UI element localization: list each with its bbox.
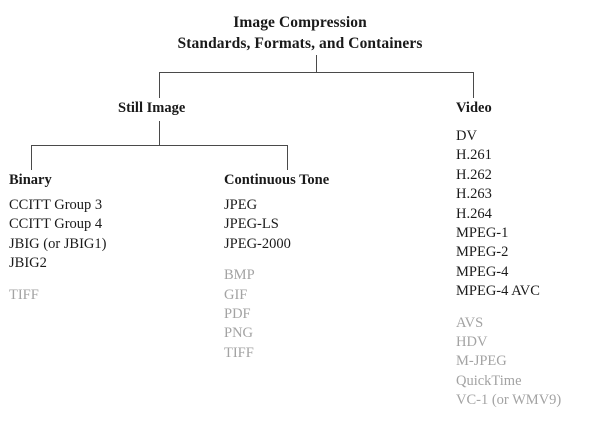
list-item[interactable]: H.261: [456, 147, 492, 164]
node-continuous-tone[interactable]: Continuous Tone: [224, 172, 330, 188]
list-item[interactable]: BMP: [224, 267, 255, 284]
node-video[interactable]: Video: [456, 100, 492, 116]
list-item[interactable]: TIFF: [9, 286, 39, 303]
list-item[interactable]: DV: [456, 128, 477, 144]
group-separator: [224, 254, 291, 266]
connector-root-stem: [316, 55, 317, 73]
column-binary-items: CCITT Group 3 CCITT Group 4 JBIG (or JBIG1…: [9, 196, 106, 305]
list-item[interactable]: CCITT Group 4: [9, 216, 103, 233]
connector-still-image-drop: [159, 72, 160, 98]
list-item[interactable]: GIF: [224, 286, 248, 303]
node-binary[interactable]: Binary: [9, 172, 52, 188]
connector-root-bar: [159, 72, 474, 73]
group-separator: [9, 274, 106, 286]
list-item[interactable]: PDF: [224, 306, 251, 323]
list-item[interactable]: JPEG-2000: [224, 235, 291, 252]
list-item[interactable]: MPEG-4: [456, 263, 509, 280]
list-item[interactable]: VC-1 (or WMV9): [456, 392, 562, 409]
list-item[interactable]: PNG: [224, 325, 254, 342]
list-item[interactable]: MPEG-4 AVC: [456, 283, 540, 300]
diagram-title-line-1: Image Compression: [233, 14, 367, 31]
list-item[interactable]: JPEG: [224, 197, 258, 213]
list-item[interactable]: HDV: [456, 334, 488, 351]
list-item[interactable]: QuickTime: [456, 372, 522, 389]
list-item[interactable]: JBIG2: [9, 255, 47, 272]
list-item[interactable]: H.262: [456, 166, 492, 183]
list-item[interactable]: JPEG-LS: [224, 216, 279, 233]
diagram-title: Image Compression Standards, Formats, an…: [0, 12, 600, 54]
list-item[interactable]: M-JPEG: [456, 353, 507, 370]
connector-binary-drop: [31, 145, 32, 170]
list-item[interactable]: JBIG (or JBIG1): [9, 235, 107, 252]
list-item[interactable]: TIFF: [224, 344, 254, 361]
connector-video-drop: [473, 72, 474, 98]
list-item[interactable]: AVS: [456, 314, 484, 331]
list-item[interactable]: MPEG-1: [456, 225, 509, 242]
node-still-image[interactable]: Still Image: [118, 100, 186, 116]
list-item[interactable]: H.264: [456, 205, 492, 222]
connector-continuous-tone-drop: [287, 145, 288, 170]
connector-still-image-stem: [159, 121, 160, 146]
connector-still-image-bar: [31, 145, 288, 146]
diagram-title-line-2: Standards, Formats, and Containers: [177, 35, 423, 52]
list-item[interactable]: CCITT Group 3: [9, 197, 103, 213]
list-item[interactable]: H.263: [456, 186, 492, 203]
group-separator: [456, 302, 561, 314]
list-item[interactable]: MPEG-2: [456, 244, 509, 261]
